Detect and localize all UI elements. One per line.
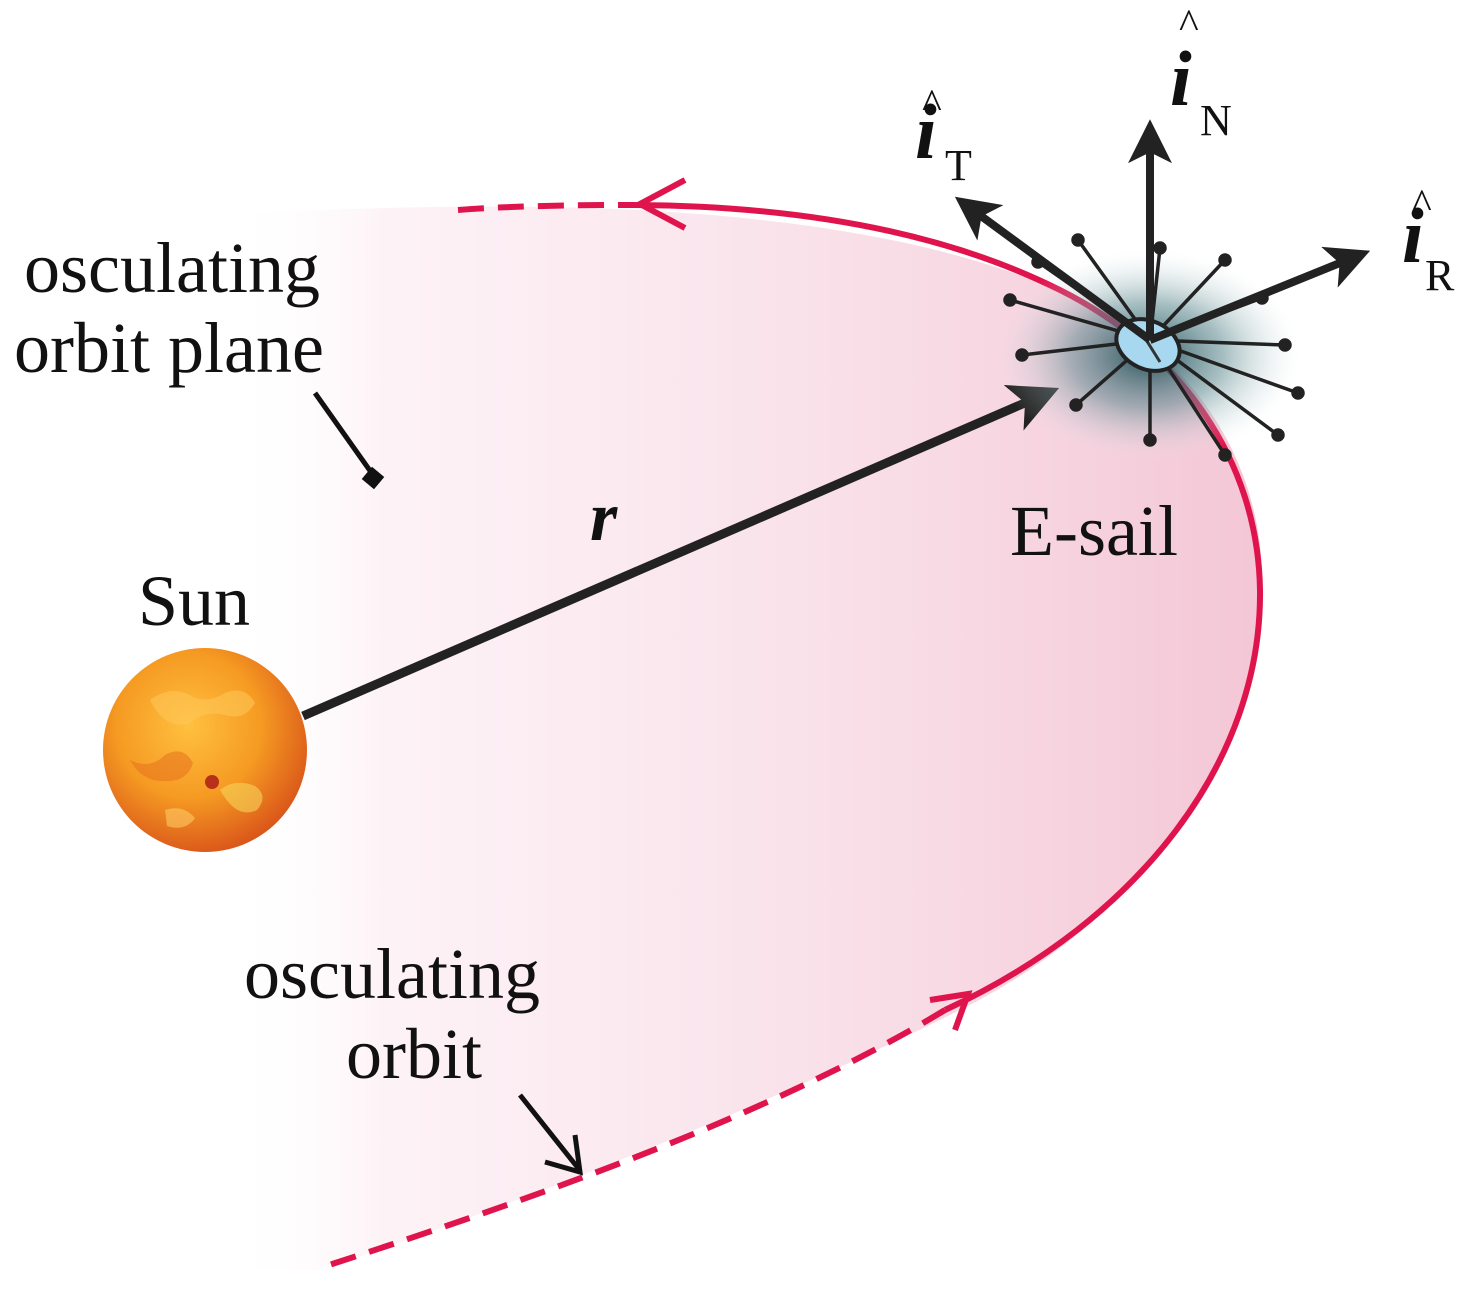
radius-vector-arrow [301,385,1060,721]
unit-vector-r-hat: ^ [1412,182,1432,228]
orbit-pointer-arrowhead [544,1134,583,1176]
unit-vector-n-hat: ^ [1179,2,1199,48]
sun-icon [103,648,307,852]
orbit-direction-arrow-bottom [929,990,973,1032]
orbit-label-line2: orbit [346,1014,482,1094]
osculating-orbit-dashed-bottom [319,1007,947,1271]
unit-vector-r-label: ^ i R [1402,182,1455,300]
orbit-label-line1: osculating [244,934,540,1014]
plane-label-line2: orbit plane [14,308,324,388]
unit-vector-t-subscript: T [945,141,972,190]
orbit-plane-fill [230,206,1263,1270]
unit-vector-n-symbol: i [1170,35,1192,122]
osculating-orbit-dashed-top [457,202,626,213]
unit-vector-n-subscript: N [1200,96,1232,145]
unit-vector-n-label: ^ i N [1170,2,1232,145]
unit-vector-t-hat: ^ [922,82,942,128]
sun-label: Sun [138,561,250,641]
plane-label-line1: osculating [24,228,320,308]
unit-vector-t-symbol: i [915,88,937,175]
unit-vector-r-subscript: R [1425,251,1455,300]
unit-vector-r-symbol: i [1402,192,1424,279]
orbit-pointer-arrow [518,1093,580,1170]
plane-pointer-tip [361,466,385,490]
plane-pointer-arrow [312,391,381,484]
radius-vector-label: r [590,479,618,556]
esail-label: E-sail [1010,491,1178,571]
unit-vector-t-arrow [954,196,1153,344]
unit-vector-r-arrow [1148,246,1371,344]
orbit-direction-arrow-top [633,177,687,231]
unit-vector-t-label: ^ i T [915,82,972,190]
